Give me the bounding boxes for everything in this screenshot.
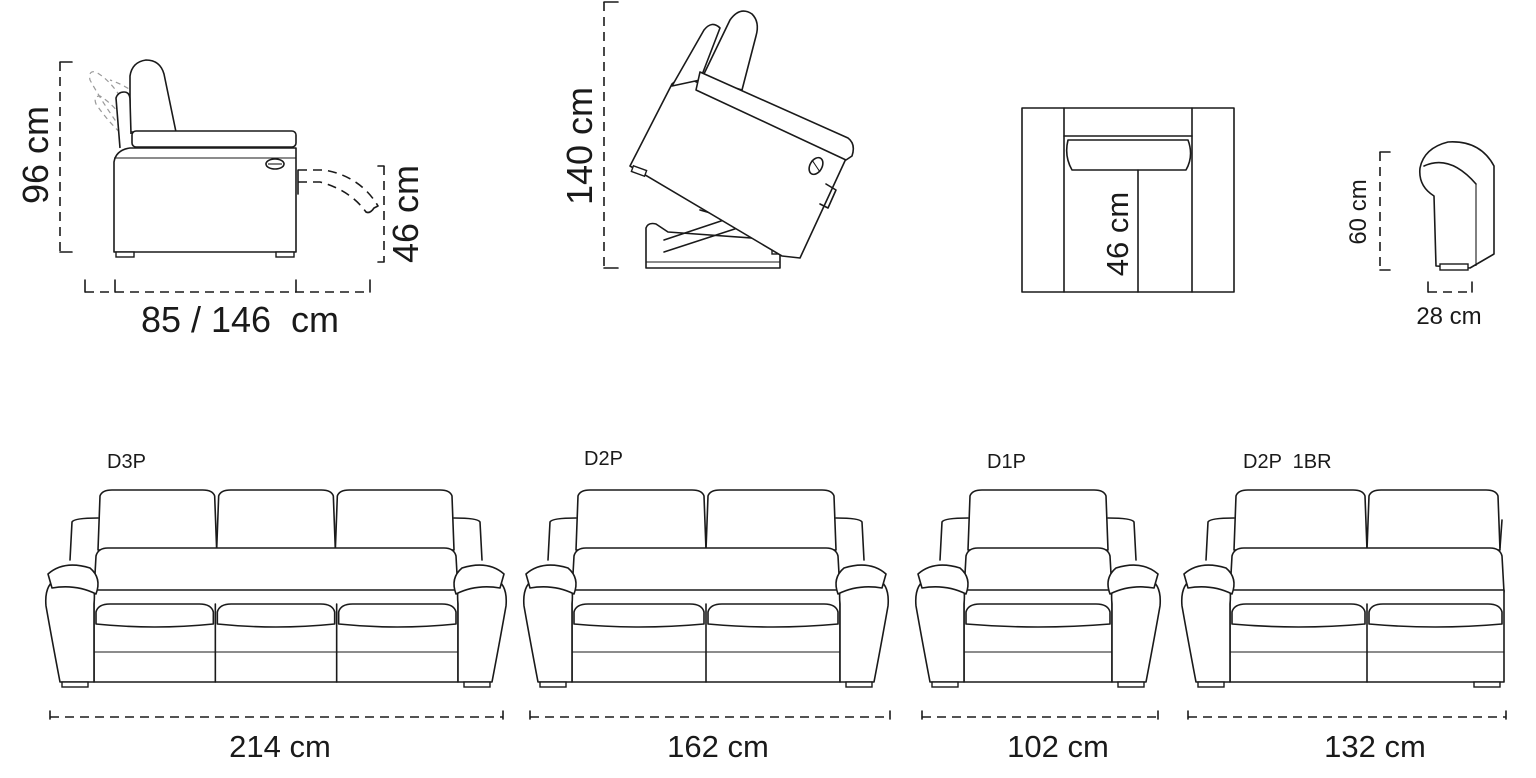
back-cushion [575,489,707,551]
seat-cushion [707,603,839,628]
sofa-width-d3p: 214 cm [229,729,331,764]
lumbar-cushion [93,547,459,593]
left-arm-roll [1183,564,1235,595]
arm-height-label: 60 cm [1345,179,1372,244]
sofa-code-d2p: D2P [584,448,623,470]
right-arm-roll [453,564,505,595]
lift-chair-side-view [603,1,855,269]
sofa-d3p [44,489,508,720]
top-seat-label: 46 cm [1100,192,1135,276]
right-arm-roll [835,564,887,595]
foot [463,681,491,688]
back-cushion [705,489,837,551]
sofa-code-d3p: D3P [107,451,146,473]
back-cushion [215,489,337,551]
sofa-code-d1p: D1P [987,451,1026,473]
recliner-footrest-label: 46 cm [385,165,426,263]
recliner-depth-label: 85 / 146 cm [141,299,339,340]
seat-cushion [337,603,457,628]
recliner-side-view [59,59,385,293]
right-arm-roll [1107,564,1159,595]
sofa-d2p-1br [1180,489,1507,720]
foot [1197,681,1225,688]
back-cushion [97,489,218,551]
seat-cushion [1368,603,1503,628]
foot [845,681,873,688]
sofa-code-d2p-1br: D2P 1BR [1243,451,1332,473]
sofa-d1p [914,489,1162,720]
foot [1117,681,1145,688]
lift-height-label: 140 cm [559,87,600,205]
back-cushion [1366,489,1501,551]
arm-profile-view [1379,141,1495,293]
sofa-width-d1p: 102 cm [1007,729,1109,764]
foot [61,681,89,688]
lumbar-cushion [1229,547,1505,593]
foot [931,681,959,688]
foot [1473,681,1501,688]
seat-cushion [573,603,705,628]
top-view [1021,107,1235,293]
seat-cushion [216,603,336,628]
recliner-height-label: 96 cm [15,106,56,204]
sofa-width-d2p: 162 cm [667,729,769,764]
back-cushion [334,489,455,551]
left-arm-roll [47,564,99,595]
back-cushion [1233,489,1368,551]
seat-cushion [1231,603,1366,628]
lumbar-cushion [963,547,1113,593]
lumbar-cushion [571,547,841,593]
seat-cushion [95,603,215,628]
sofa-width-d2p-1br: 132 cm [1324,729,1426,764]
back-cushion [967,489,1109,551]
foot [539,681,567,688]
arm-width-label: 28 cm [1416,303,1481,330]
left-arm-roll [525,564,577,595]
seat-cushion [965,603,1111,628]
sofa-d2p [522,489,891,720]
left-arm-roll [917,564,969,595]
sofa-row [44,489,1507,720]
